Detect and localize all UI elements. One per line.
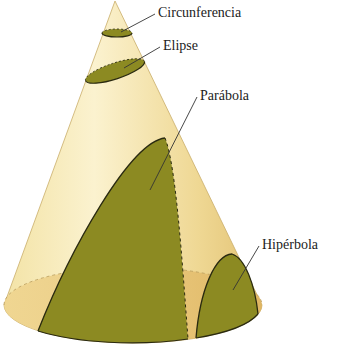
circle-front-edge — [102, 33, 132, 37]
section-label: Hipérbola — [262, 237, 318, 253]
hyperbola-base-edge — [196, 314, 258, 338]
circle-section — [102, 29, 132, 37]
parabola-back-edge — [165, 138, 188, 339]
section-label: Parábola — [200, 88, 249, 104]
circle-back-edge — [102, 29, 132, 33]
section-label: Circunferencia — [158, 5, 241, 21]
parabola-base-edge — [38, 331, 188, 343]
hyperbola-edge — [196, 254, 258, 338]
leader-line — [124, 47, 160, 68]
section-label: Elipse — [163, 38, 198, 54]
cone-body — [4, 1, 262, 343]
ellipse-section — [83, 54, 147, 88]
leader-line — [150, 97, 197, 190]
leader-line — [121, 14, 155, 32]
ellipse-front-edge — [86, 61, 147, 88]
hyperbola-section — [196, 254, 258, 338]
parabola-edge — [38, 138, 165, 331]
ellipse-back-edge — [83, 54, 144, 81]
leader-line — [233, 246, 259, 290]
parabola-section — [38, 138, 188, 343]
